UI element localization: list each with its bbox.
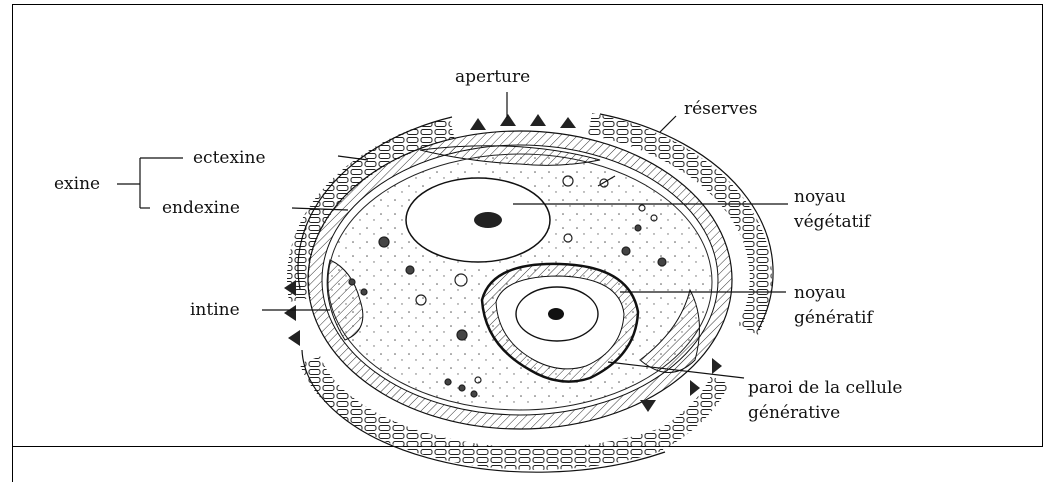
- label-paroi-line1: paroi de la cellule: [748, 378, 902, 398]
- label-reserves: réserves: [684, 99, 758, 119]
- vegetative-nucleolus: [474, 212, 502, 228]
- label-aperture: aperture: [455, 67, 530, 87]
- label-exine: exine: [54, 174, 100, 194]
- label-noyau-generatif-line2: génératif: [794, 308, 874, 328]
- label-noyau-vegetatif-line1: noyau: [794, 187, 846, 207]
- label-endexine: endexine: [162, 198, 240, 218]
- generative-nucleolus: [548, 308, 564, 320]
- label-paroi-line2: générative: [748, 403, 840, 423]
- label-noyau-generatif-line1: noyau: [794, 283, 846, 303]
- label-intine: intine: [190, 300, 240, 320]
- label-ectexine: ectexine: [193, 148, 266, 168]
- label-noyau-vegetatif-line2: végétatif: [793, 212, 872, 232]
